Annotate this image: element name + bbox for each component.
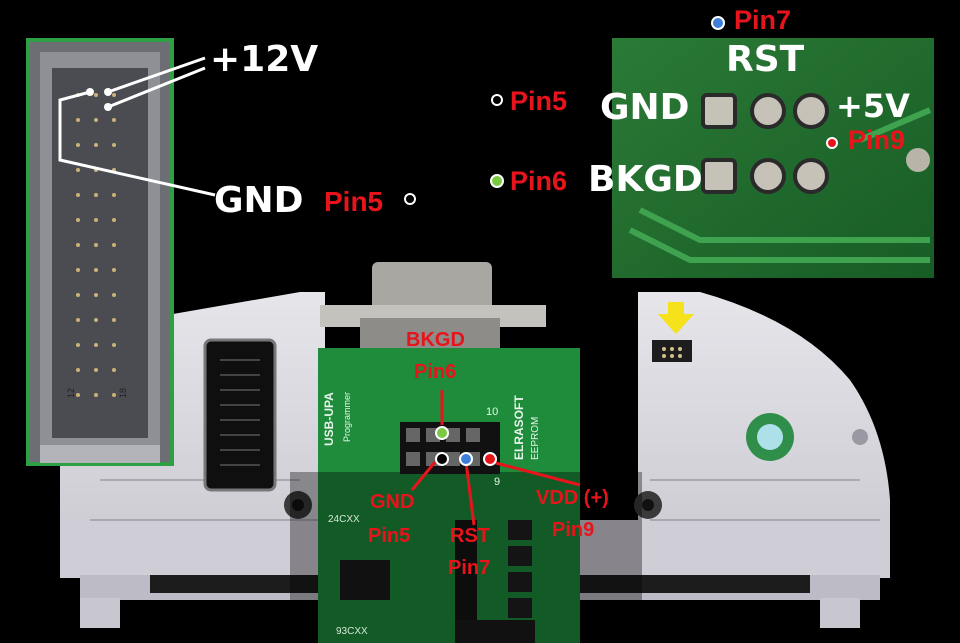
- prog-rst-label: RST: [450, 525, 490, 547]
- pin7-label: Pin7: [734, 5, 792, 35]
- header-pin5-dot: [435, 452, 449, 466]
- pin7-marker-icon: [711, 16, 725, 30]
- pin5-right-label: Pin5: [510, 86, 568, 116]
- connector-photo: [26, 38, 216, 466]
- prog-gnd-pin5-label: Pin5: [368, 525, 411, 547]
- yellow-arrow: [658, 302, 694, 334]
- gnd-label: GND: [214, 180, 304, 221]
- prog-vdd-label: VDD (+): [536, 487, 609, 509]
- gnd-pin5-label: Pin5: [324, 186, 384, 217]
- chip-93cxx-label: 93CXX: [336, 626, 368, 637]
- board-sub-label: Programmer: [342, 391, 352, 442]
- prog-vdd-pin9-label: Pin9: [552, 519, 595, 541]
- pcb-inset: [612, 38, 934, 278]
- plus-5v-label: +5V: [836, 87, 910, 125]
- header-pin-10-label: 10: [486, 406, 499, 418]
- prog-gnd-label: GND: [370, 491, 415, 513]
- chip-24cxx-label: 24CXX: [328, 514, 360, 525]
- board-name-label: USB-UPA: [322, 392, 336, 446]
- pin6-label: Pin6: [510, 166, 568, 196]
- connector-pin-12-label: 12: [66, 387, 76, 398]
- prog-bkgd-label: BKGD: [406, 329, 465, 351]
- rst-label: RST: [726, 39, 805, 80]
- brand-sub-label: EEPROM: [530, 416, 541, 460]
- plus-12v-label: +12V: [210, 39, 319, 80]
- header-pin6-dot: [435, 426, 449, 440]
- pin5-marker-icon: [404, 193, 416, 205]
- header-pin-9-label: 9: [494, 476, 501, 488]
- brand-label: ELRASOFT: [512, 395, 526, 460]
- programmer-board: [290, 262, 642, 643]
- gnd-right-label: GND: [600, 87, 690, 128]
- pin9-label: Pin9: [848, 125, 906, 155]
- pin6-marker-icon: [490, 174, 504, 188]
- header-pin9-dot: [483, 452, 497, 466]
- pin5-marker-2-icon: [491, 94, 503, 106]
- connector-pin-18-label: 18: [118, 387, 128, 398]
- prog-rst-pin7-label: Pin7: [448, 557, 491, 579]
- prog-pin6-label: Pin6: [414, 361, 457, 383]
- pin9-marker-icon: [826, 137, 838, 149]
- bkgd-label: BKGD: [588, 159, 703, 200]
- header-pin7-dot: [459, 452, 473, 466]
